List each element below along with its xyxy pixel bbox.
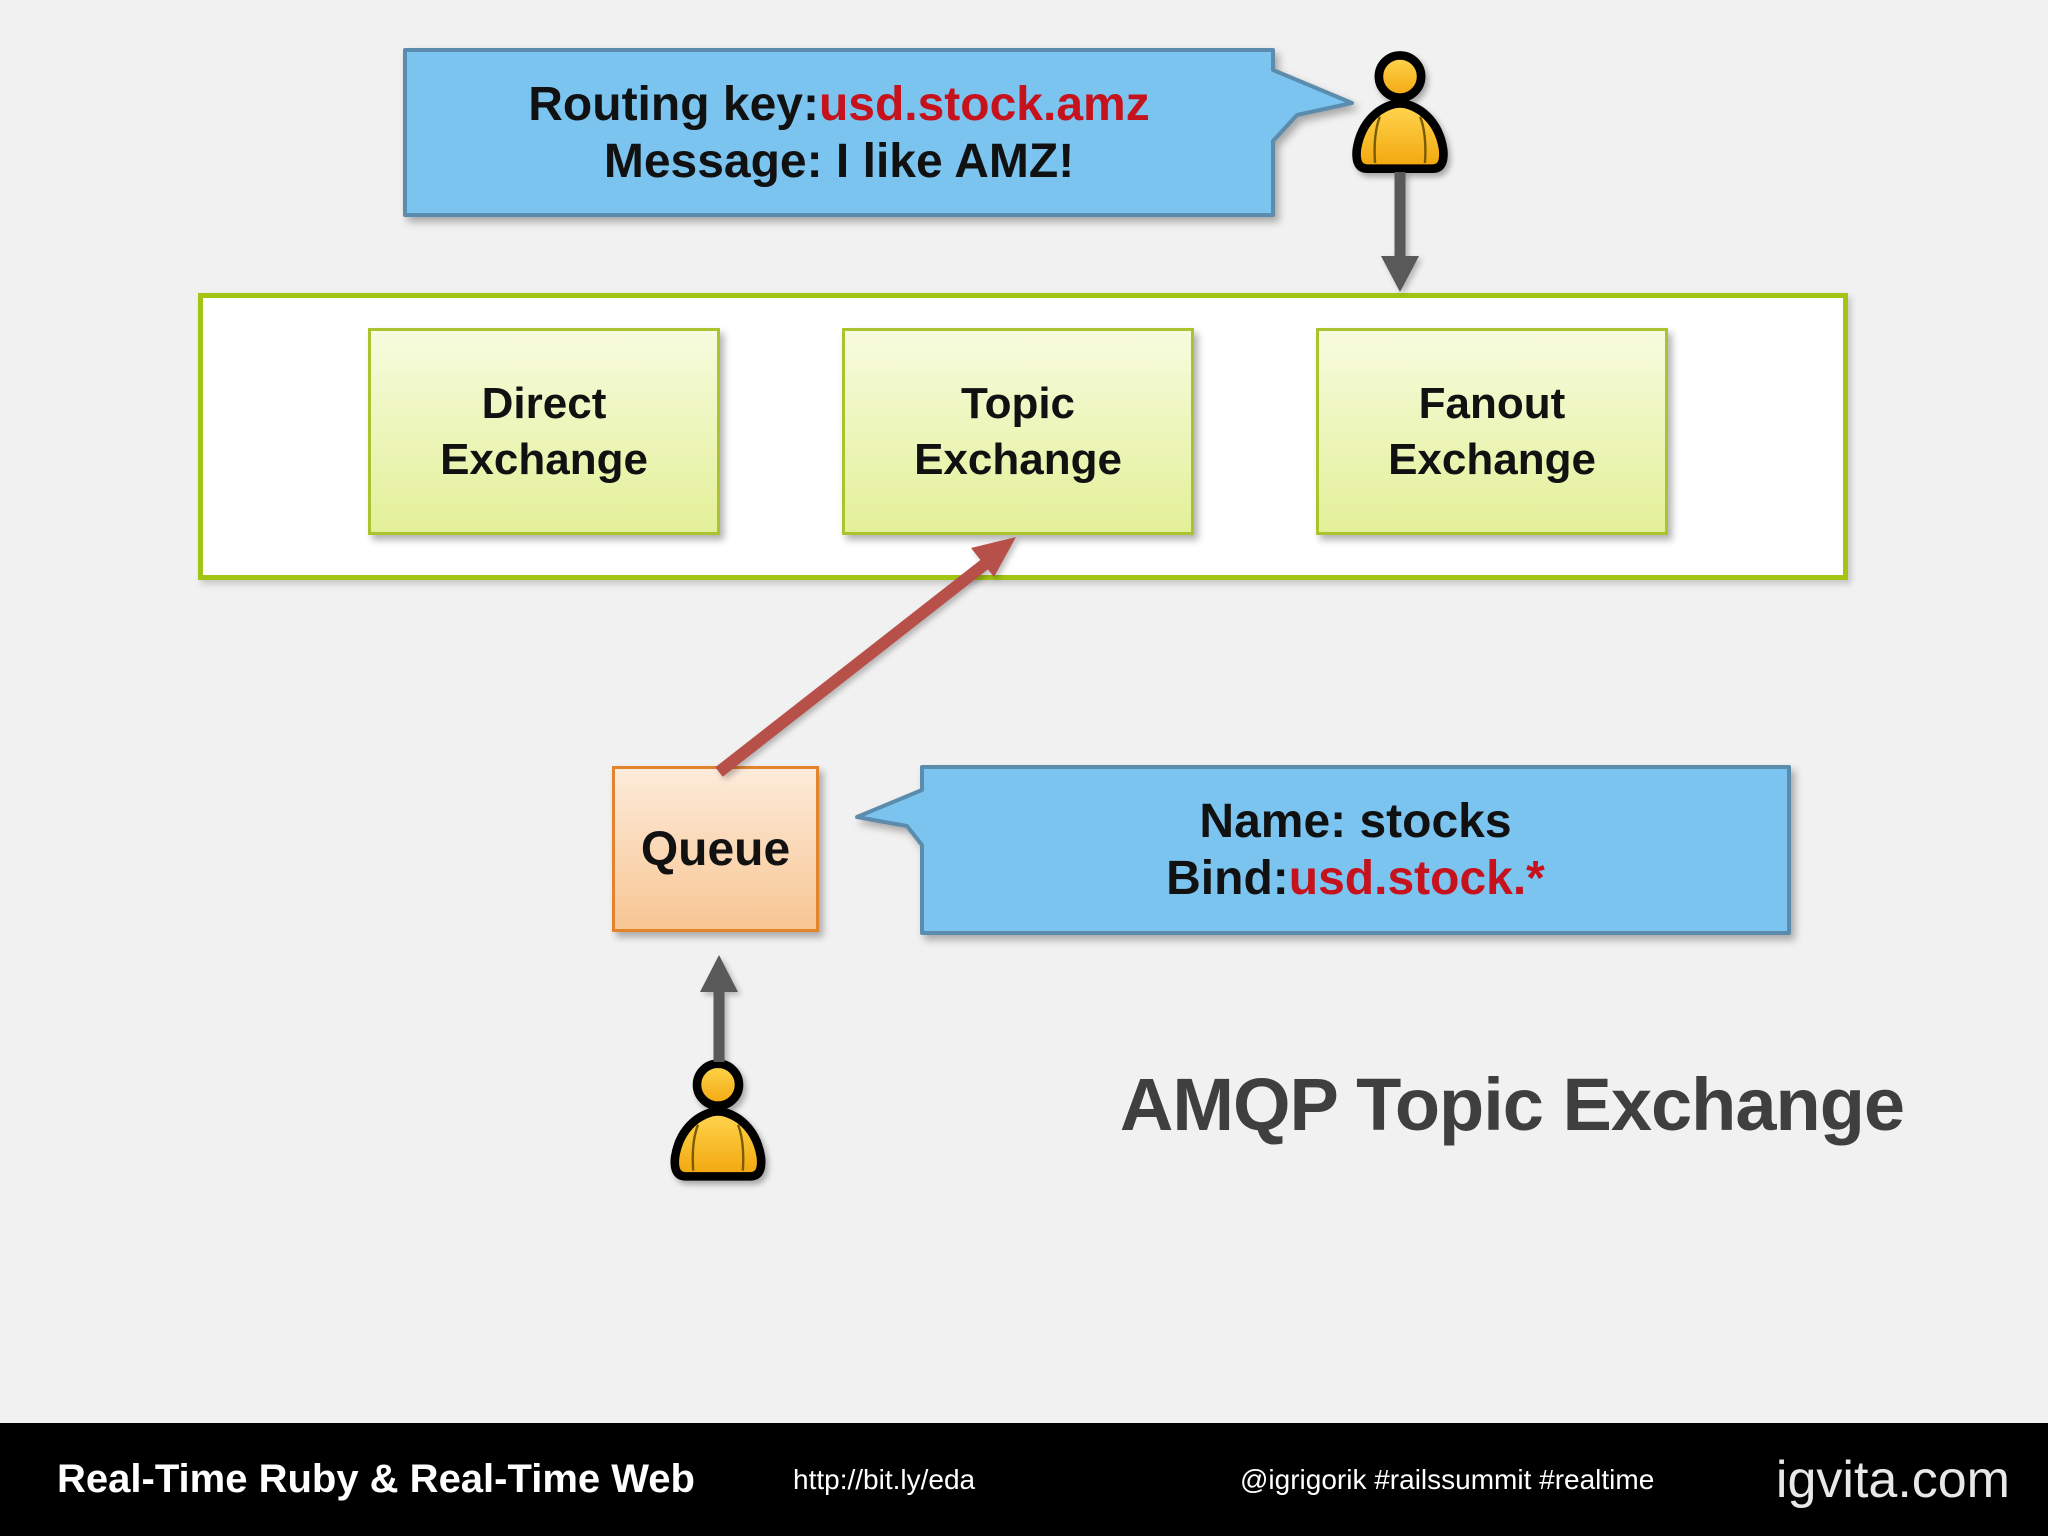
footer-hashtags: @igrigorik #railssummit #realtime: [1240, 1463, 1655, 1495]
binding-callout-text: Name: stocks Bind:usd.stock.*: [922, 767, 1789, 933]
fanout-exchange-label-line1: Fanout: [1418, 378, 1566, 428]
publisher-person-icon: [1352, 51, 1448, 173]
routing-key-label: Routing key:: [528, 77, 819, 131]
bind-value: usd.stock.*: [1288, 852, 1545, 905]
message-line: Message: I like AMZ!: [603, 134, 1075, 188]
consumer-person-icon: [670, 1059, 766, 1181]
binding-callout: [855, 765, 1791, 935]
slide-title: AMQP Topic Exchange: [1119, 1063, 1905, 1146]
direct-exchange-label-line2: Exchange: [440, 434, 648, 484]
arrow-down-icon: [1381, 172, 1419, 292]
fanout-exchange-label-line2: Exchange: [1388, 434, 1596, 484]
topic-exchange-label-line2: Exchange: [914, 434, 1122, 484]
queue-label: Queue: [640, 822, 791, 876]
topic-exchange-box: Topic Exchange: [842, 328, 1194, 535]
routing-key-callout-text: Routing key:usd.stock.amz Message: I lik…: [405, 50, 1273, 215]
speech-bubble-shape: [855, 765, 1791, 935]
bind-label: Bind:: [1166, 852, 1289, 905]
routing-key-value: usd.stock.amz: [818, 77, 1150, 131]
footer-bar: Real-Time Ruby & Real-Time Web http://bi…: [0, 1423, 2048, 1536]
footer-link: http://bit.ly/eda: [793, 1463, 976, 1495]
footer-site-logo: igvita.com: [1775, 1450, 2010, 1509]
fanout-exchange-box: Fanout Exchange: [1316, 328, 1668, 535]
speech-bubble-shape: [403, 48, 1354, 217]
routing-key-line: Routing key:usd.stock.amz: [528, 76, 1149, 133]
arrow-up-icon: [700, 955, 738, 1062]
footer-presentation-title: Real-Time Ruby & Real-Time Web: [57, 1457, 695, 1501]
bind-line: Bind:usd.stock.*: [1166, 850, 1545, 907]
queue-name-line: Name: stocks: [1199, 795, 1512, 848]
queue-box: Queue: [612, 766, 819, 932]
direct-exchange-box: Direct Exchange: [368, 328, 720, 535]
direct-exchange-label-line1: Direct: [481, 378, 607, 428]
routing-key-callout: [403, 48, 1354, 217]
topic-exchange-label-line1: Topic: [960, 378, 1076, 428]
